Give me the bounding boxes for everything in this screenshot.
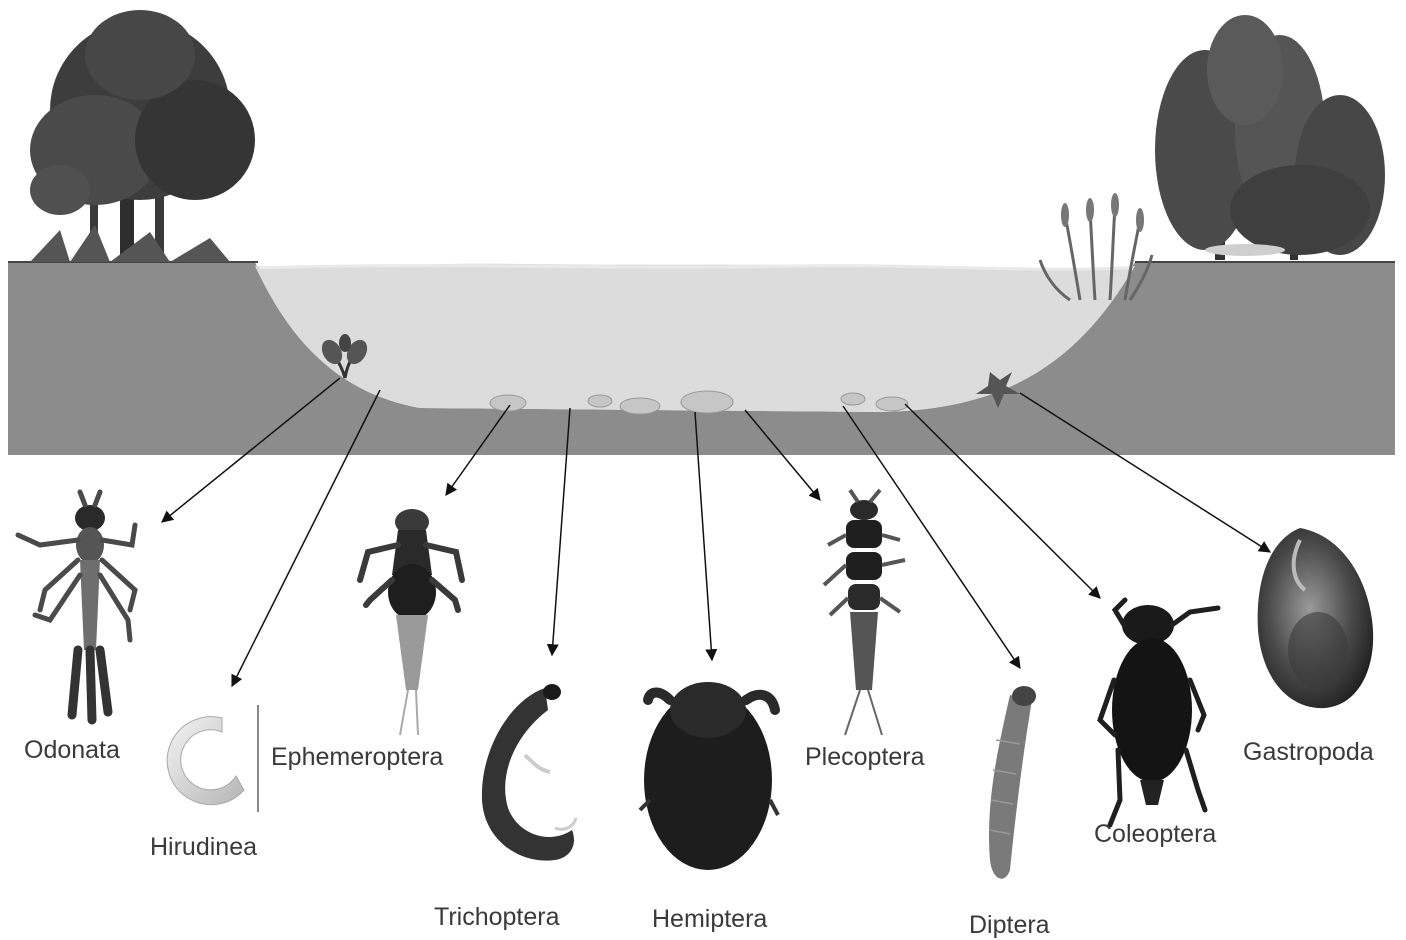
label-hirudinea: Hirudinea: [150, 833, 257, 861]
hirudinea-leech-icon: [167, 705, 258, 812]
odonata-larva-icon: [18, 492, 135, 720]
ephemeroptera-nymph-icon: [360, 509, 462, 735]
plecoptera-nymph-icon: [824, 490, 905, 735]
label-trichoptera: Trichoptera: [434, 903, 560, 931]
stream-bank-cross-section: [8, 262, 1395, 455]
label-gastropoda: Gastropoda: [1243, 738, 1374, 766]
left-tree-icon: [30, 10, 255, 262]
label-odonata: Odonata: [24, 736, 120, 764]
hemiptera-bug-icon: [640, 682, 778, 870]
right-trees-icon: [1155, 15, 1385, 260]
label-hemiptera: Hemiptera: [652, 905, 767, 933]
coleoptera-beetle-icon: [1100, 600, 1218, 825]
label-coleoptera: Coleoptera: [1094, 820, 1216, 848]
label-ephemeroptera: Ephemeroptera: [271, 743, 443, 771]
gastropoda-snail-icon: [1258, 528, 1374, 708]
label-diptera: Diptera: [969, 911, 1050, 939]
trichoptera-larva-icon: [482, 684, 576, 861]
diptera-larva-icon: [989, 686, 1036, 879]
label-plecoptera: Plecoptera: [805, 743, 925, 771]
